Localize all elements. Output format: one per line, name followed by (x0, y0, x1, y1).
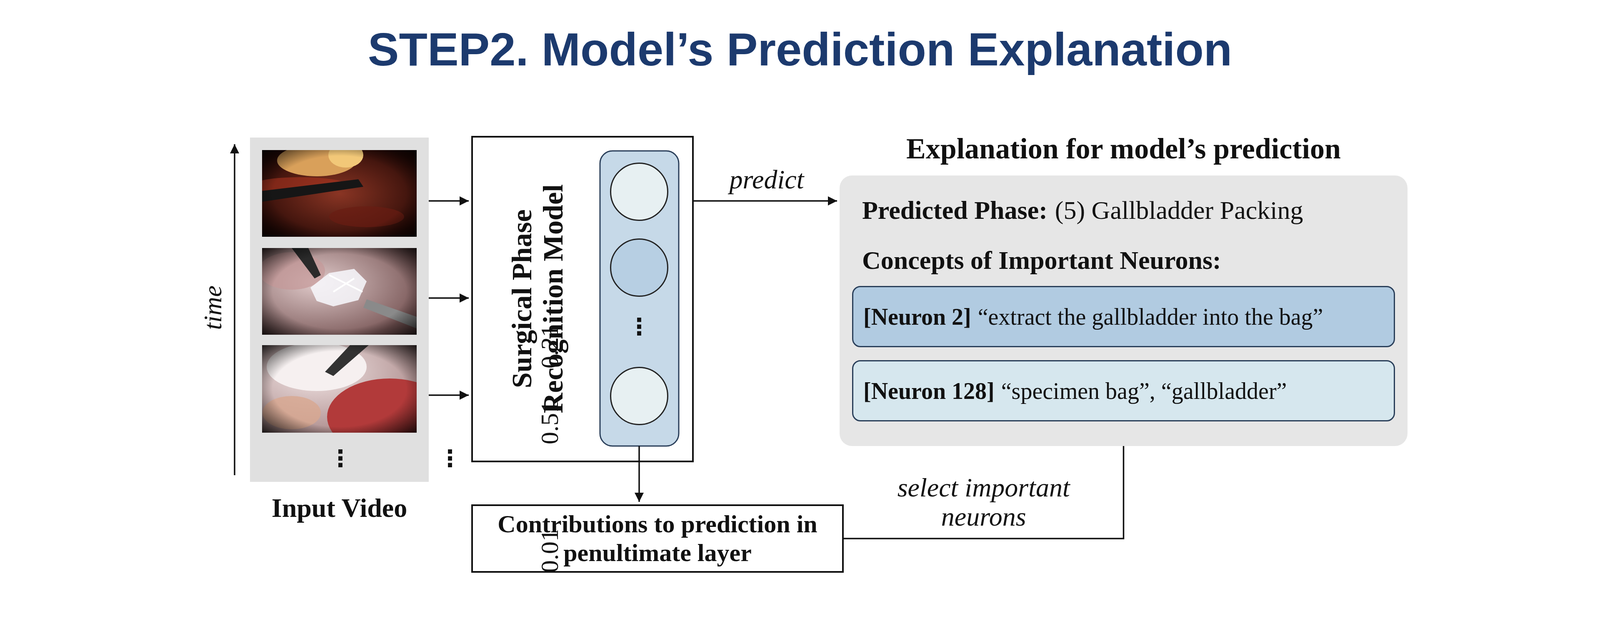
frame-ground (262, 247, 417, 335)
video-frame (262, 150, 417, 237)
panel-heading: Explanation for model’s prediction (906, 132, 1341, 166)
neuron-id: [Neuron 128] (863, 377, 995, 405)
model-box: Surgical Phase Recognition Model0.210.51… (471, 135, 694, 463)
axis-label: time (199, 285, 226, 330)
video-frame (262, 345, 417, 433)
output-neuron: 0.21 (610, 162, 669, 221)
neuron-concept: “specimen bag”, “gallbladder” (1001, 377, 1288, 405)
panel-heading: Input Video (225, 492, 454, 524)
frame-ground (262, 345, 417, 433)
neuron-id: [Neuron 2] (863, 303, 972, 330)
ellipsis: ⋮ (438, 446, 462, 470)
vignette (262, 345, 417, 433)
probability-value: 0.51 (537, 388, 563, 445)
video-panel-ground (250, 137, 429, 482)
video-frame (262, 247, 417, 335)
connector (638, 462, 640, 502)
text-row: Predicted Phase:(5) Gallbladder Packing (862, 195, 1304, 225)
explanation-panel: Predicted Phase:(5) Gallbladder PackingC… (839, 175, 1408, 446)
connector-stub (638, 445, 640, 463)
section-heading: Concepts of Important Neurons: (862, 245, 1222, 275)
text-row: Concepts of Important Neurons: (862, 245, 1222, 275)
vignette (262, 247, 417, 335)
process-box: Contributions to prediction in penultima… (471, 504, 844, 573)
vignette (262, 150, 417, 237)
connector (428, 297, 469, 299)
input-video-panel: Input Video (250, 137, 429, 482)
probability-value: 0.21 (537, 312, 563, 369)
output-layer-panel (600, 150, 679, 446)
edge-label: predict (727, 165, 807, 195)
output-neuron: 0.51 (610, 238, 669, 297)
edge-label: select important neurons (883, 472, 1085, 532)
neuron-concept: “extract the gallbladder into the bag” (977, 303, 1324, 330)
frame-ground (262, 150, 417, 237)
output-neuron: 0.01 (610, 366, 669, 425)
ellipsis: ⋮ (627, 315, 651, 339)
box-text: Contributions to prediction in penultima… (481, 509, 834, 568)
field-value: (5) Gallbladder Packing (1055, 195, 1304, 225)
connector (428, 394, 469, 396)
connector (428, 200, 469, 202)
title-text: STEP2. Model’s Prediction Explanation (0, 21, 1600, 78)
time-axis (233, 144, 236, 475)
connector (693, 200, 838, 202)
neuron-concept-box: [Neuron 128]“specimen bag”, “gallbladder… (852, 360, 1395, 422)
field-label: Predicted Phase: (862, 195, 1048, 225)
ellipsis: ⋮ (328, 446, 353, 470)
neuron-concept-box: [Neuron 2]“extract the gallbladder into … (852, 285, 1395, 348)
